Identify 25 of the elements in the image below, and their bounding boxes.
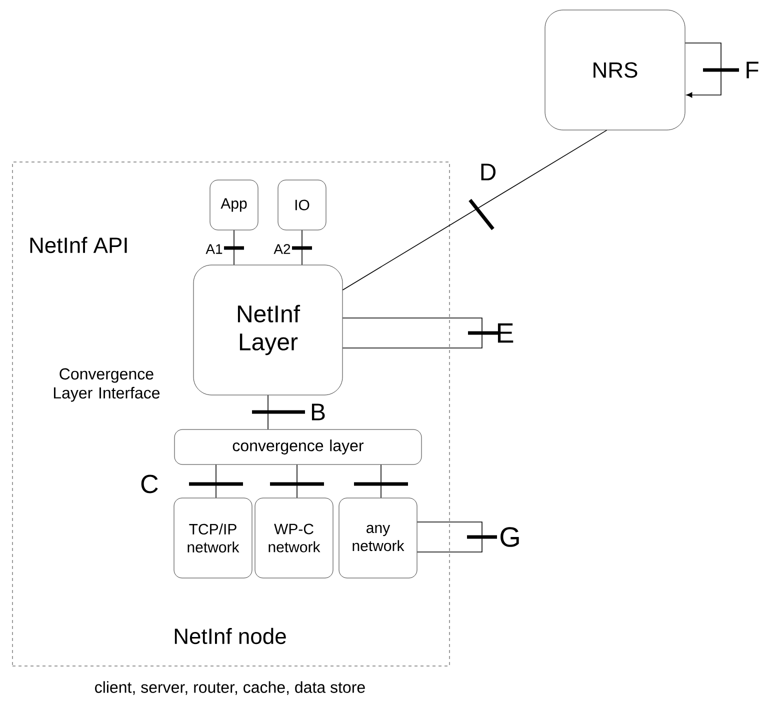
- connector: [342, 318, 482, 348]
- process-box: TCP/IP network: [174, 498, 252, 578]
- process-box: App: [210, 180, 258, 230]
- process-box: WP-C network: [254, 498, 334, 578]
- process-box: NetInf Layer: [193, 264, 343, 396]
- connector: [380, 464, 382, 498]
- edge-label: B: [312, 404, 325, 420]
- interface-label: NetInf API: [30, 236, 127, 254]
- edge-label: E: [498, 323, 514, 343]
- connector: [342, 130, 608, 290]
- connector: [416, 522, 482, 552]
- edge-label: C: [141, 474, 158, 494]
- edge-label: F: [746, 62, 758, 78]
- process-box: IO: [278, 180, 326, 230]
- edge-label: A2: [274, 244, 290, 254]
- edge-label: G: [500, 527, 519, 547]
- node-label: client, server, router, cache, data store: [95, 681, 365, 695]
- process-box: any network: [338, 498, 418, 578]
- connector: [684, 42, 722, 98]
- edge-label: D: [481, 164, 496, 180]
- interface-label: Convergence Layer Interface: [54, 368, 160, 402]
- edge-label: A1: [206, 244, 222, 254]
- process-box: NRS: [544, 10, 686, 130]
- connector: [296, 464, 298, 498]
- process-box: convergence layer: [174, 429, 422, 465]
